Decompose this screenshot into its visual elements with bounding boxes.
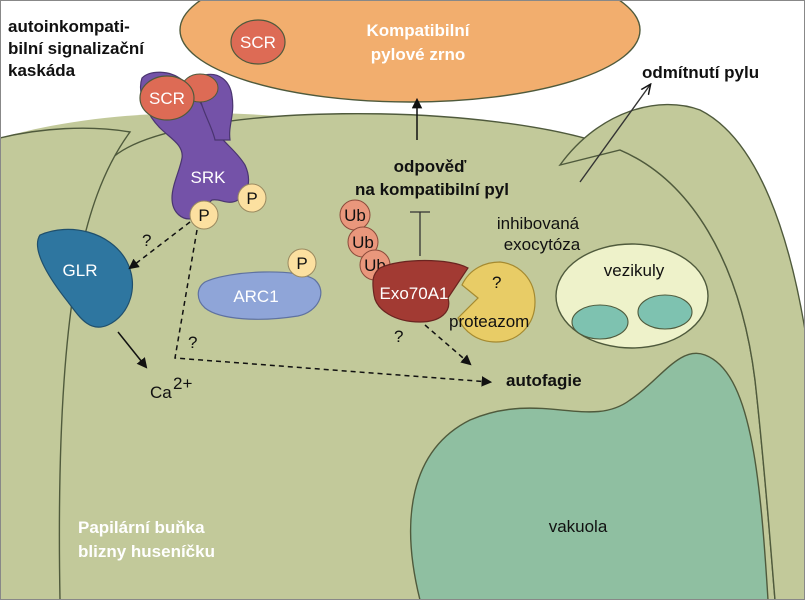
rejection-label: odmítnutí pylu bbox=[642, 63, 759, 82]
cell-label-line1: Papilární buňka bbox=[78, 518, 205, 537]
ub-label-1: Ub bbox=[344, 206, 366, 225]
cascade-title-line3: kaskáda bbox=[8, 61, 76, 80]
calcium-label: Ca bbox=[150, 383, 172, 402]
vacuole bbox=[410, 352, 769, 600]
srk-label: SRK bbox=[191, 168, 227, 187]
inhibited-line2: exocytóza bbox=[504, 235, 581, 254]
cell-label-line2: blizny huseníčku bbox=[78, 542, 215, 561]
glr-channel bbox=[36, 228, 134, 328]
ub-label-2: Ub bbox=[352, 233, 374, 252]
arc1-label: ARC1 bbox=[233, 287, 278, 306]
pollen-title-line2: pylové zrno bbox=[371, 45, 465, 64]
cascade-title-line2: bilní signalizační bbox=[8, 39, 145, 58]
glr-label: GLR bbox=[63, 261, 98, 280]
inhibited-line1: inhibovaná bbox=[497, 214, 580, 233]
vesicle-2 bbox=[637, 294, 693, 330]
dashed-path-question: ? bbox=[188, 333, 197, 352]
exo70a1-question: ? bbox=[394, 327, 403, 346]
vacuole-label: vakuola bbox=[549, 517, 608, 536]
srk-phosphate-right bbox=[237, 183, 267, 213]
proteasome-question: ? bbox=[492, 273, 501, 292]
arc1-phosphate bbox=[287, 248, 317, 278]
arrow-srk-to-autophagy bbox=[174, 229, 493, 387]
pollen-scr bbox=[230, 19, 286, 65]
papilla-cell-left bbox=[0, 127, 132, 600]
srk-phosphate-left-label: P bbox=[198, 206, 209, 225]
vesicle-1 bbox=[571, 304, 629, 340]
proteasome bbox=[457, 261, 536, 343]
arc1-protein bbox=[197, 271, 322, 320]
proteasome-label: proteazom bbox=[449, 312, 529, 331]
exo70a1-label: Exo70A1 bbox=[380, 284, 449, 303]
arrow-exo-to-autophagy bbox=[424, 324, 472, 366]
autophagy-label: autofagie bbox=[506, 371, 582, 390]
glr-question: ? bbox=[142, 231, 151, 250]
arrow-srk-to-glr bbox=[128, 221, 191, 270]
exo70a1-protein bbox=[372, 259, 469, 323]
arc1-phosphate-label: P bbox=[296, 254, 307, 273]
srk-scr bbox=[139, 75, 195, 121]
response-line1: odpověď bbox=[394, 157, 467, 176]
pollen-grain bbox=[179, 0, 641, 103]
srk-phosphate-right-label: P bbox=[246, 189, 257, 208]
calcium-superscript: 2+ bbox=[173, 374, 192, 393]
srk-scr-label: SCR bbox=[149, 89, 185, 108]
response-line2: na kompatibilní pyl bbox=[355, 180, 509, 199]
arrow-glr-to-calcium bbox=[117, 331, 148, 369]
pollen-title-line1: Kompatibilní bbox=[367, 21, 471, 40]
cascade-title-line1: autoinkompati- bbox=[8, 17, 130, 36]
arrow-rejection bbox=[579, 85, 650, 183]
vesicles-label: vezikuly bbox=[604, 261, 665, 280]
srk-phosphate-left bbox=[189, 200, 219, 230]
pollen-scr-label: SCR bbox=[240, 33, 276, 52]
inhibition-line bbox=[410, 211, 430, 256]
